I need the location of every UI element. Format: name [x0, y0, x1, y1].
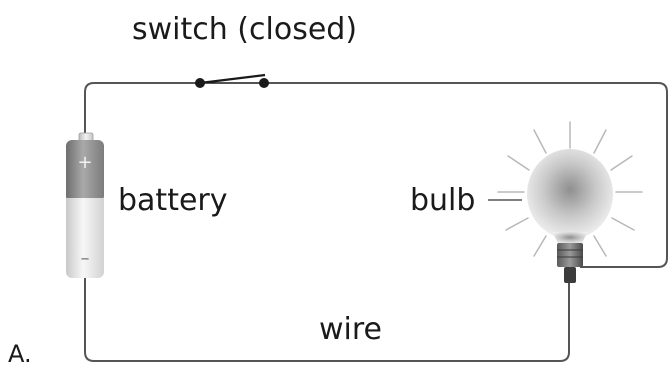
bulb-neck	[552, 232, 588, 244]
bulb	[488, 121, 643, 283]
bulb-glass	[527, 149, 613, 239]
panel-label: A.	[8, 340, 32, 368]
battery-positive-sign: +	[77, 152, 92, 173]
wire-top-left	[84, 82, 200, 140]
battery: + –	[66, 132, 104, 278]
wire	[84, 82, 668, 362]
switch-lever	[199, 73, 266, 85]
switch-contact-right	[259, 78, 269, 88]
switch	[195, 73, 269, 88]
wire-label: wire	[319, 312, 382, 347]
switch-label: switch (closed)	[132, 12, 357, 47]
bulb-base	[557, 243, 583, 267]
battery-body-bottom	[66, 198, 104, 278]
switch-contact-left	[195, 78, 205, 88]
bulb-contact	[564, 267, 576, 283]
battery-negative-sign: –	[81, 248, 90, 269]
wire-bottom	[84, 278, 570, 362]
battery-body-top	[66, 140, 104, 202]
bulb-label: bulb	[410, 183, 475, 218]
battery-label: battery	[118, 183, 228, 218]
bulb-rays	[497, 121, 643, 257]
wire-top-right	[264, 82, 668, 268]
battery-cap	[78, 132, 94, 142]
